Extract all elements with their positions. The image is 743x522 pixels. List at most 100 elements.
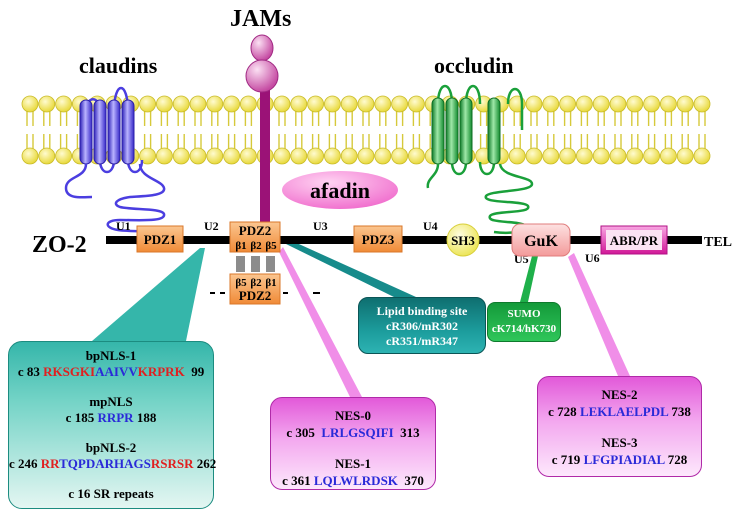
mpnls-seq: RRPR bbox=[97, 410, 134, 425]
u2-label: U2 bbox=[204, 219, 219, 233]
pdz2-dimer-domain bbox=[229, 273, 281, 305]
dimer-bar-2 bbox=[251, 256, 260, 272]
lipid-head bbox=[290, 147, 308, 165]
sumo-site: cK714/hK730 bbox=[491, 323, 557, 335]
lipid-head bbox=[576, 95, 593, 113]
nes0-nes1-box: NES-0 c 305 LRLGSQIFI 313 NES-1 c 361 LQ… bbox=[270, 397, 436, 490]
lipid-head bbox=[693, 95, 711, 113]
pdz2-beta5: β5 bbox=[265, 240, 277, 252]
lipid-head bbox=[139, 147, 157, 165]
nes1-sequence: c 361 LQLWLRDSK 370 bbox=[271, 472, 435, 489]
lipid-head bbox=[323, 95, 341, 113]
bpnls1-start: c 83 bbox=[17, 364, 40, 379]
lipid-head bbox=[307, 147, 325, 165]
bpnls2-title: bpNLS-2 bbox=[85, 440, 137, 455]
pdz2-label: PDZ2 bbox=[239, 223, 272, 238]
occludin-label: occludin bbox=[434, 53, 513, 78]
dimer-beta5: β5 bbox=[235, 277, 247, 289]
lipid-head bbox=[290, 95, 308, 113]
claudins-label: claudins bbox=[79, 53, 158, 78]
lipid-head bbox=[189, 95, 207, 113]
lipid-head bbox=[676, 147, 694, 165]
sh3-domain bbox=[446, 223, 480, 257]
lipid-head bbox=[609, 95, 627, 113]
nes1-seq: LQLWLRDSK bbox=[313, 473, 398, 488]
lipid-head bbox=[626, 147, 644, 165]
nes23-connector bbox=[568, 253, 630, 376]
abr-domain-inner bbox=[606, 230, 662, 250]
lipid-site-2: cR351/mR347 bbox=[386, 334, 458, 348]
bpnls1-title: bpNLS-1 bbox=[85, 348, 137, 363]
pdz1-domain bbox=[136, 225, 184, 253]
lipid-head bbox=[391, 95, 409, 113]
sumo-title: SUMO bbox=[507, 308, 541, 320]
pdz2-beta2: β2 bbox=[250, 240, 262, 252]
bpnls2-start: c 246 bbox=[9, 456, 38, 471]
lipid-head bbox=[155, 147, 173, 165]
nls-box: bpNLS-1 c 83 RKSGKIAAIVVKRPRK 99 mpNLS c… bbox=[8, 341, 216, 509]
bpnls2-sequence: c 246 RRTQPDARHAGSRSRSR 262 bbox=[9, 456, 216, 472]
lipid-head bbox=[576, 147, 593, 165]
sr-repeats: c 16 SR repeats bbox=[68, 486, 154, 501]
bpnls1-sequence: c 83 RKSGKIAAIVVKRPRK 99 bbox=[9, 364, 213, 380]
lipid-head bbox=[357, 147, 375, 165]
nes3-seq: LFGPIADIAL bbox=[583, 452, 665, 467]
mpnls-start: c 185 bbox=[65, 410, 95, 425]
nes1-start: c 361 bbox=[282, 473, 311, 488]
bpnls1-seq-a: RKSGKI bbox=[43, 364, 96, 379]
lipid-connector bbox=[286, 240, 416, 300]
dimer-beta1: β1 bbox=[265, 277, 276, 289]
lipid-head bbox=[38, 95, 56, 113]
nes0-end: 313 bbox=[400, 425, 420, 440]
lipid-head bbox=[139, 95, 157, 113]
lipid-head bbox=[323, 147, 341, 165]
lipid-head bbox=[542, 147, 560, 165]
mpnls-end: 188 bbox=[136, 410, 157, 425]
pdz3-label: PDZ3 bbox=[362, 232, 395, 247]
lipid-head bbox=[223, 147, 241, 165]
bpnls2-seq-c: RSRSR bbox=[150, 456, 194, 471]
lipid-head bbox=[643, 147, 660, 165]
lipid-head bbox=[525, 147, 543, 165]
dimer-bar-3 bbox=[266, 256, 275, 272]
lipid-head bbox=[693, 147, 711, 165]
nes2-start: c 728 bbox=[548, 404, 577, 419]
lipid-head bbox=[206, 95, 224, 113]
lipid-head bbox=[273, 147, 291, 165]
mpnls-sequence: c 185 RRPR 188 bbox=[9, 410, 213, 426]
lipid-head bbox=[525, 95, 543, 113]
jams-protein bbox=[245, 34, 279, 238]
jams-label: JAMs bbox=[230, 6, 291, 32]
lipid-head bbox=[676, 95, 694, 113]
nes2-title: NES-2 bbox=[601, 387, 638, 402]
bpnls1-seq-b: AAIVV bbox=[95, 364, 138, 379]
pdz2-dimer-label: PDZ2 bbox=[239, 288, 272, 303]
nes1-title: NES-1 bbox=[334, 456, 372, 471]
pdz1-label: PDZ1 bbox=[144, 232, 177, 247]
occludin-protein bbox=[426, 84, 534, 234]
bpnls2-end: 262 bbox=[196, 456, 217, 471]
zo2-label: ZO-2 bbox=[32, 232, 87, 258]
bpnls1-seq-c: KRPRK bbox=[137, 364, 185, 379]
nes2-sequence: c 728 LEKLAELPDL 738 bbox=[538, 403, 701, 420]
mpnls-title: mpNLS bbox=[89, 394, 133, 409]
lipid-head bbox=[559, 147, 576, 165]
u1-label: U1 bbox=[116, 219, 131, 233]
lipid-head bbox=[559, 95, 576, 113]
lipid-site-1: cR306/mR302 bbox=[386, 319, 458, 333]
bpnls2-seq-a: RR bbox=[40, 456, 60, 471]
nes0-seq: LRLGSQIFI bbox=[321, 425, 394, 440]
nes3-start: c 719 bbox=[551, 452, 581, 467]
u6-label: U6 bbox=[585, 251, 600, 265]
bpnls2-seq-b: TQPDARHAGS bbox=[59, 456, 151, 471]
lipid-head bbox=[172, 147, 190, 165]
lipid-head bbox=[307, 95, 325, 113]
lipid-head bbox=[340, 147, 358, 165]
u4-label: U4 bbox=[423, 219, 438, 233]
lipid-head bbox=[660, 147, 677, 165]
lipid-head bbox=[391, 147, 409, 165]
afadin-ellipse bbox=[282, 171, 398, 209]
lipid-head bbox=[374, 95, 392, 113]
lipid-binding-box: Lipid binding site cR306/mR302 cR351/mR3… bbox=[358, 297, 486, 354]
nes3-end: 728 bbox=[667, 452, 688, 467]
